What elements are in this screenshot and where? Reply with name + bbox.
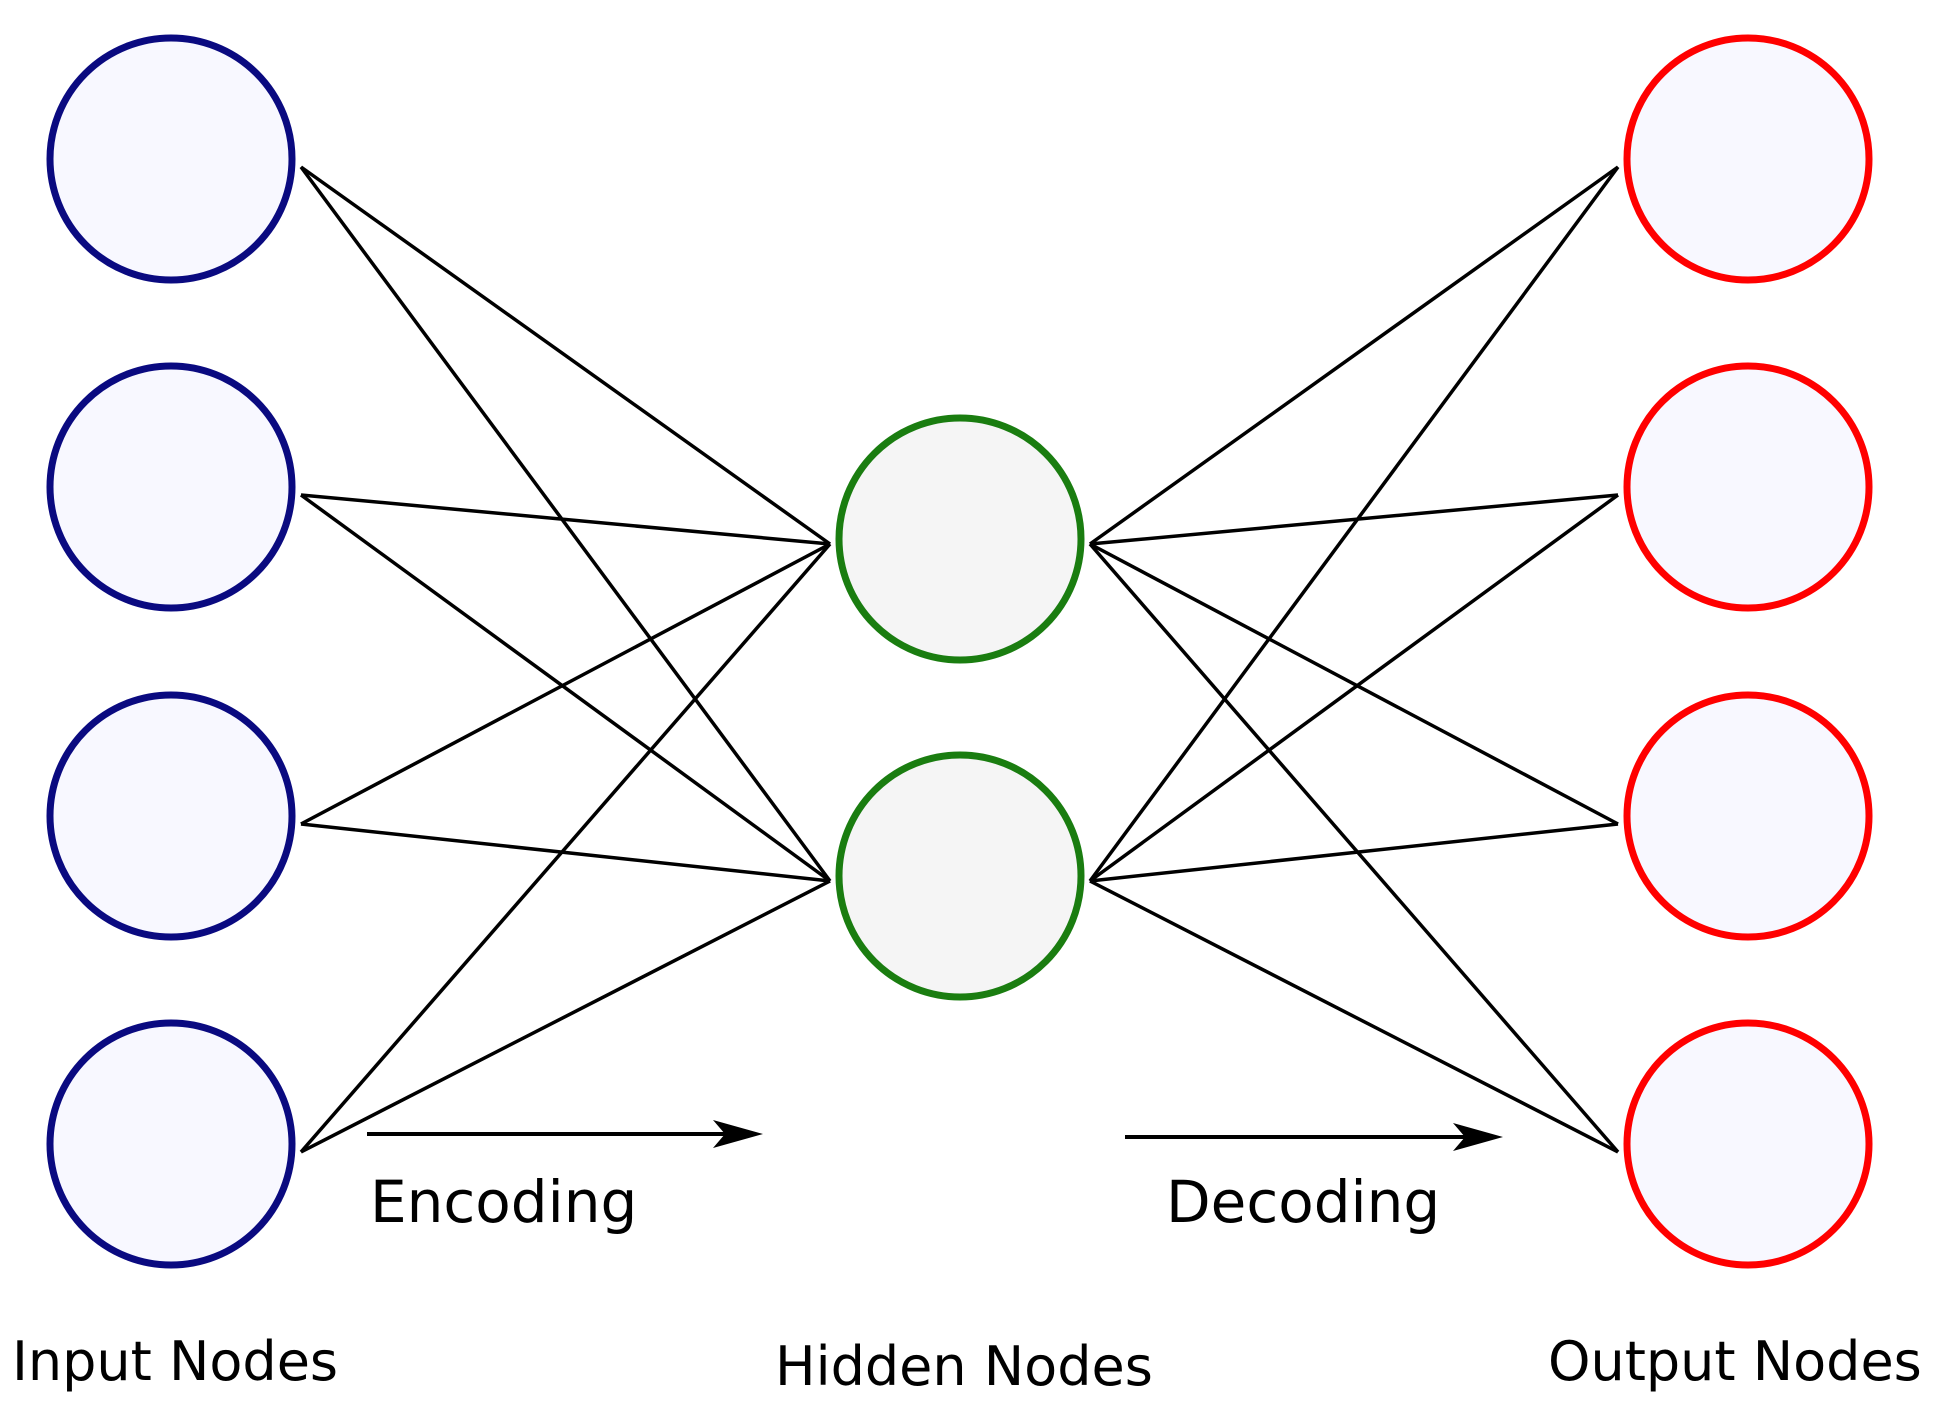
output-node-4 bbox=[1623, 1019, 1873, 1269]
edge-hidden-2-output-3 bbox=[1089, 822, 1619, 883]
edge-input-4-hidden-1 bbox=[299, 542, 832, 1154]
edge-hidden-1-output-3 bbox=[1089, 542, 1619, 826]
edge-input-2-hidden-1 bbox=[300, 493, 831, 546]
arrows bbox=[367, 1120, 1503, 1151]
edge-hidden-1-output-2 bbox=[1089, 493, 1619, 546]
edge-hidden-2-output-2 bbox=[1088, 493, 1620, 883]
input-node-4 bbox=[46, 1019, 296, 1269]
hidden-node-1 bbox=[835, 414, 1085, 664]
edge-hidden-2-output-1 bbox=[1088, 165, 1620, 883]
edge-input-1-hidden-1 bbox=[299, 165, 832, 546]
output-nodes-label: Output Nodes bbox=[1548, 1330, 1922, 1393]
decoding-label: Decoding bbox=[1166, 1168, 1440, 1236]
edge-hidden-1-output-4 bbox=[1088, 542, 1620, 1154]
encoding-arrow-head bbox=[713, 1120, 763, 1148]
hidden-nodes-label: Hidden Nodes bbox=[775, 1335, 1153, 1398]
output-node-3 bbox=[1623, 691, 1873, 941]
input-node-2 bbox=[46, 362, 296, 612]
input-node-3 bbox=[46, 691, 296, 941]
input-nodes-label: Input Nodes bbox=[12, 1330, 338, 1393]
encoding-label: Encoding bbox=[370, 1168, 637, 1236]
edge-input-3-hidden-2 bbox=[300, 822, 831, 883]
edge-input-3-hidden-1 bbox=[300, 542, 831, 826]
nodes bbox=[46, 34, 1873, 1269]
edges bbox=[299, 165, 1620, 1154]
edge-input-1-hidden-2 bbox=[299, 165, 832, 883]
output-node-1 bbox=[1623, 34, 1873, 284]
edge-hidden-2-output-4 bbox=[1089, 879, 1619, 1154]
edge-hidden-1-output-1 bbox=[1088, 165, 1620, 546]
input-node-1 bbox=[46, 34, 296, 284]
edge-input-2-hidden-2 bbox=[299, 493, 832, 883]
decoding-arrow-head bbox=[1453, 1123, 1503, 1151]
output-node-2 bbox=[1623, 362, 1873, 612]
hidden-node-2 bbox=[835, 751, 1085, 1001]
edge-input-4-hidden-2 bbox=[300, 879, 831, 1154]
